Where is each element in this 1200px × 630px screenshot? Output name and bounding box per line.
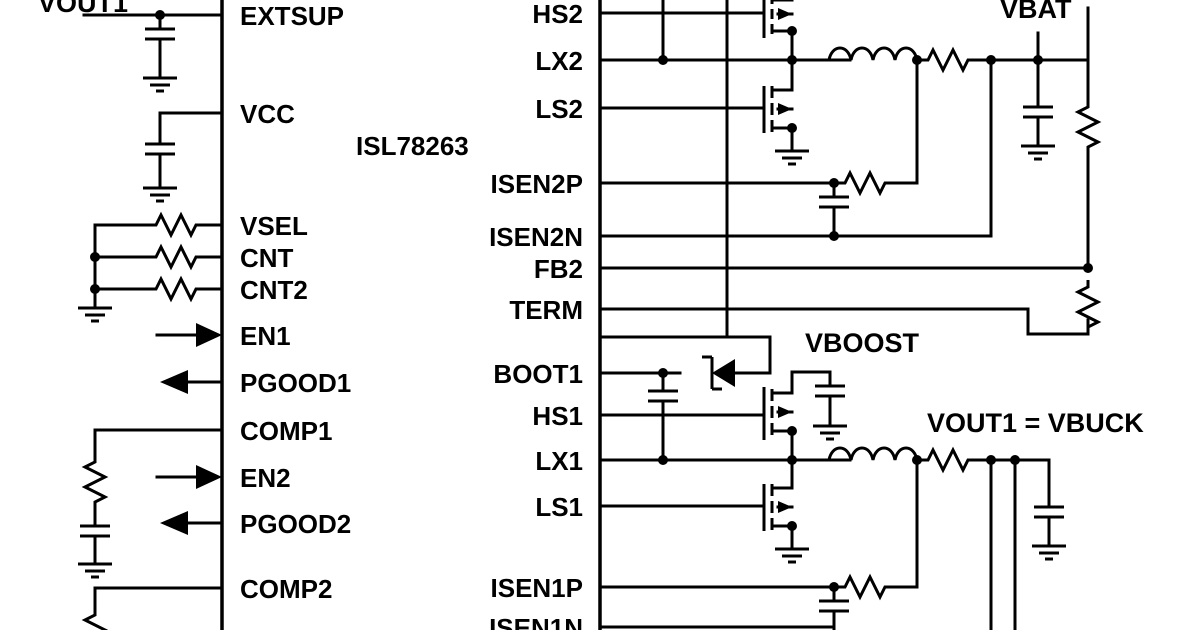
extsup-network [82,10,224,93]
pin-label-isen2p: ISEN2P [491,169,584,199]
ground-symbol-vout1 [1030,536,1068,561]
comp1-network [76,428,224,579]
pin-label-pgood2: PGOOD2 [240,509,351,539]
buck-power-path [790,446,1068,630]
pin-label-vsel: VSEL [240,211,308,241]
ic-part-label: ISL78263 [356,131,469,161]
pin-label-isen2n: ISEN2N [489,222,583,252]
pin-label-vcc: VCC [240,99,295,129]
pin-label-pgood1: PGOOD1 [240,368,351,398]
boost-power-path [790,6,1100,336]
isen1-filter-resistor [836,575,894,599]
pgood2-output-arrow [160,511,224,535]
net-label-vbat: VBAT [1000,0,1072,24]
mosfet-hs1 [762,370,832,465]
net-label-vboost: VBOOST [805,328,920,358]
pin-label-cnt2: CNT2 [240,275,308,305]
pin-label-comp2: COMP2 [240,574,332,604]
ground-symbol-ls1 [773,539,811,564]
ground-symbol-comp1 [76,554,114,579]
mosfet-ls2 [762,55,811,166]
comp2-network [83,586,224,630]
pin-label-lx2: LX2 [535,46,583,76]
fb2-upper-resistor [1076,98,1100,156]
sense-resistor-isen1 [919,448,977,472]
pin-label-en1: EN1 [240,321,291,351]
pin-label-ls1: LS1 [535,492,583,522]
pin-label-hs1: HS1 [532,401,583,431]
net-labels: VOUT1 VBAT VBOOST VOUT1 = VBUCK [38,0,1144,438]
ground-symbol-extsup [141,68,179,93]
isen2-sense-network [598,58,993,241]
pin-label-isen1n: ISEN1N [489,613,583,630]
pin-label-hs2: HS2 [532,0,583,29]
right-pin-labels: HS2 LX2 LS2 ISEN2P ISEN2N FB2 TERM BOOT1… [489,0,583,630]
pgood1-output-arrow [160,370,224,394]
vcc-network [141,111,224,203]
net-label-vout1-buck: VOUT1 = VBUCK [927,408,1144,438]
isen2-filter-resistor [836,171,894,195]
term-net [598,307,1090,336]
pin-label-extsup: EXTSUP [240,1,344,31]
lx2-net [598,0,852,65]
mosfet-ls1 [762,458,811,564]
ground-symbol-ls2 [773,141,811,166]
pin-label-ls2: LS2 [535,94,583,124]
boot1-network [598,335,772,465]
pin-label-comp1: COMP1 [240,416,332,446]
ground-symbol-vboost [811,416,849,441]
mosfet-hs2 [762,0,797,62]
ground-symbol-cnt [76,298,114,323]
ground-symbol-vcc [141,178,179,203]
isen1-sense-network [598,458,919,630]
vboost-cap-network [811,370,849,441]
sense-resistor-isen2 [919,48,977,72]
en1-input-arrow [155,323,222,347]
pin-label-cnt: CNT [240,243,294,273]
pin-label-lx1: LX1 [535,446,583,476]
en2-input-arrow [155,465,222,489]
bootstrap-diode [702,355,735,391]
ic-body [220,0,602,630]
left-pin-labels: EXTSUP VCC VSEL CNT CNT2 EN1 PGOOD1 COMP… [240,1,351,604]
ground-symbol-vbat [1019,136,1057,161]
vsel-cnt-network [76,213,224,323]
pin-label-isen1p: ISEN1P [491,573,584,603]
pin-label-term: TERM [509,295,583,325]
pin-label-en2: EN2 [240,463,291,493]
pin-label-boot1: BOOT1 [493,359,583,389]
pin-label-fb2: FB2 [534,254,583,284]
